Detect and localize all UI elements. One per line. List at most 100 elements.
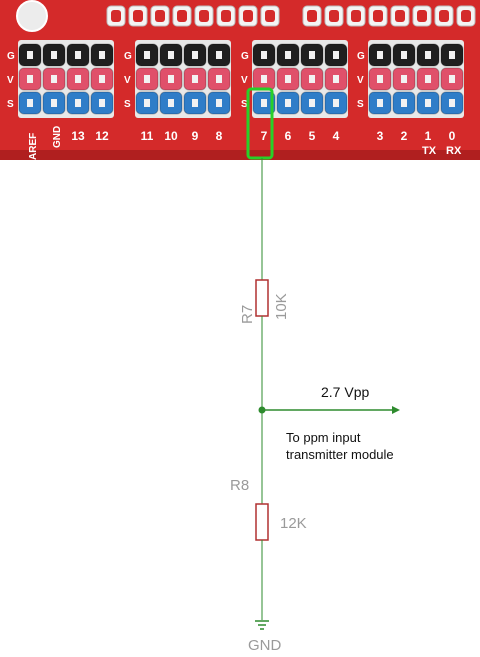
top-header-hole [351, 10, 361, 22]
row-letter-s: S [241, 99, 248, 110]
row-letter-s: S [357, 99, 364, 110]
header-pin-post [99, 99, 105, 107]
header-pin-post [192, 51, 198, 59]
resistor-r8 [255, 503, 269, 541]
header-pin-post [216, 99, 222, 107]
pin-header-blocks [18, 40, 464, 118]
header-block [18, 40, 114, 118]
row-letter-s: S [124, 99, 131, 110]
header-pin-post [285, 51, 291, 59]
header-pin-post [144, 75, 150, 83]
row-letter-v: V [241, 75, 248, 86]
top-header-hole [199, 10, 209, 22]
header-pin-post [99, 75, 105, 83]
header-pin-post [333, 51, 339, 59]
top-header-hole [221, 10, 231, 22]
output-desc-line2: transmitter module [286, 447, 394, 462]
top-header-hole [133, 10, 143, 22]
header-pin-post [261, 51, 267, 59]
header-pin-post [216, 75, 222, 83]
header-pin-post [377, 75, 383, 83]
header-pin-post [75, 51, 81, 59]
header-pin-post [401, 99, 407, 107]
header-pin-post [144, 51, 150, 59]
header-pin-post [192, 99, 198, 107]
header-pin-post [27, 99, 33, 107]
ground-label: GND [248, 637, 282, 654]
header-pin-post [192, 75, 198, 83]
header-pin-post [168, 75, 174, 83]
header-pin-post [99, 51, 105, 59]
pcb-edge-shade [0, 150, 480, 160]
header-pin-post [285, 75, 291, 83]
header-pin-post [75, 99, 81, 107]
header-pin-post [309, 51, 315, 59]
header-pin-post [51, 75, 57, 83]
pin-label-0: 0 [449, 129, 456, 143]
pin-label-11: 11 [141, 129, 154, 143]
header-pin-post [168, 99, 174, 107]
row-letter-labels: G V S G V S G V S G V S [7, 51, 365, 110]
gnd-pin-label: GND [52, 126, 63, 148]
mounting-hole [16, 0, 48, 32]
header-pin-post [449, 75, 455, 83]
top-header-hole [155, 10, 165, 22]
header-pin-post [309, 75, 315, 83]
pin-label-4: 4 [333, 129, 340, 143]
top-header-hole [329, 10, 339, 22]
top-header-hole [417, 10, 427, 22]
row-letter-g: G [7, 51, 15, 62]
top-header-hole [373, 10, 383, 22]
row-letter-v: V [124, 75, 131, 86]
header-pin-post [333, 99, 339, 107]
header-pin-post [449, 51, 455, 59]
resistor-r7 [255, 279, 269, 317]
header-pin-post [261, 75, 267, 83]
top-header-hole [395, 10, 405, 22]
header-block [135, 40, 231, 118]
header-pin-post [401, 51, 407, 59]
pin-7-highlight [246, 87, 274, 160]
header-pin-post [333, 75, 339, 83]
top-header-hole [439, 10, 449, 22]
header-pin-post [377, 99, 383, 107]
row-letter-g: G [357, 51, 365, 62]
header-block [368, 40, 464, 118]
header-pin-post [425, 75, 431, 83]
row-letter-g: G [124, 51, 132, 62]
pin-label-12: 12 [95, 129, 109, 143]
header-pin-post [285, 99, 291, 107]
header-pin-post [144, 99, 150, 107]
pin-label-7: 7 [261, 129, 268, 143]
r8-name-label: R8 [230, 477, 249, 494]
top-header-hole [111, 10, 121, 22]
row-letter-v: V [7, 75, 14, 86]
header-pin-post [425, 51, 431, 59]
header-block [252, 40, 348, 118]
tx-label: TX [422, 145, 437, 157]
pin-label-5: 5 [309, 129, 316, 143]
top-header-hole [177, 10, 187, 22]
rx-label: RX [446, 145, 462, 157]
header-pin-post [51, 99, 57, 107]
header-pin-post [425, 99, 431, 107]
pin-label-9: 9 [192, 129, 199, 143]
header-pin-post [401, 75, 407, 83]
top-header-hole [307, 10, 317, 22]
r7-value-label: 10K [273, 293, 290, 320]
pin-label-10: 10 [164, 129, 178, 143]
row-letter-v: V [357, 75, 364, 86]
aref-label: AREF [28, 133, 39, 160]
header-pin-post [27, 51, 33, 59]
pin-label-2: 2 [401, 129, 408, 143]
pin-label-3: 3 [377, 129, 384, 143]
row-letter-s: S [7, 99, 14, 110]
header-pin-post [216, 51, 222, 59]
pin-label-6: 6 [285, 129, 292, 143]
r7-name-label: R7 [239, 305, 256, 324]
r8-value-label: 12K [280, 515, 307, 532]
row-letter-g: G [241, 51, 249, 62]
